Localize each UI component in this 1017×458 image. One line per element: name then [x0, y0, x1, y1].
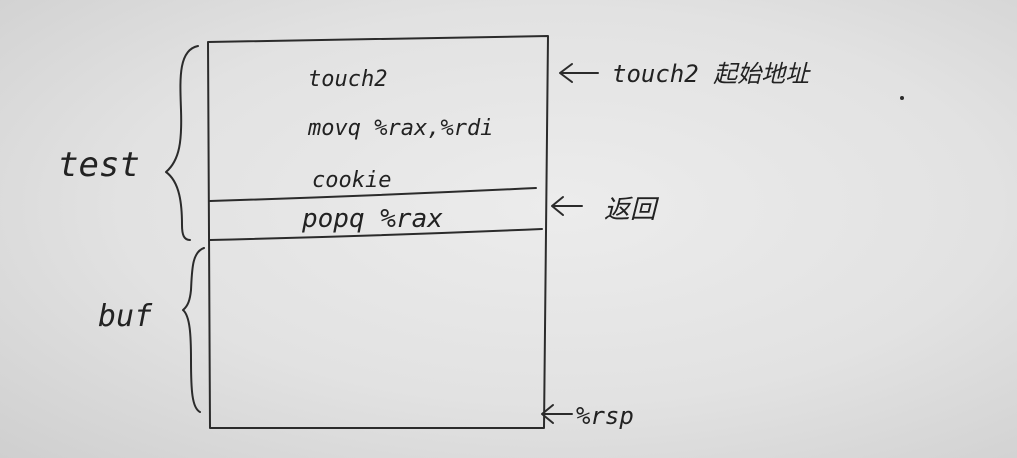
buf-label: buf	[98, 299, 153, 334]
test-label: test	[58, 145, 140, 185]
start-address-annotation: touch2 起始地址	[612, 60, 811, 88]
ink-dot	[900, 96, 904, 100]
divider-bottom	[209, 228, 543, 241]
return-annotation: 返回	[604, 195, 660, 225]
rsp-annotation: %rsp	[576, 402, 634, 430]
divider-top	[209, 187, 537, 202]
touch2-address-entry: touch2	[308, 67, 387, 92]
cookie-entry: cookie	[312, 168, 391, 193]
movq-instruction-entry: movq %rax,%rdi	[307, 116, 493, 141]
buf-brace	[182, 247, 205, 413]
stack-frame-box	[207, 35, 549, 429]
test-brace	[165, 45, 199, 241]
start-address-arrow-icon	[559, 63, 599, 83]
rsp-arrow-icon	[541, 404, 573, 424]
return-arrow-icon	[551, 196, 583, 216]
popq-instruction-entry: popq %rax	[301, 204, 443, 234]
